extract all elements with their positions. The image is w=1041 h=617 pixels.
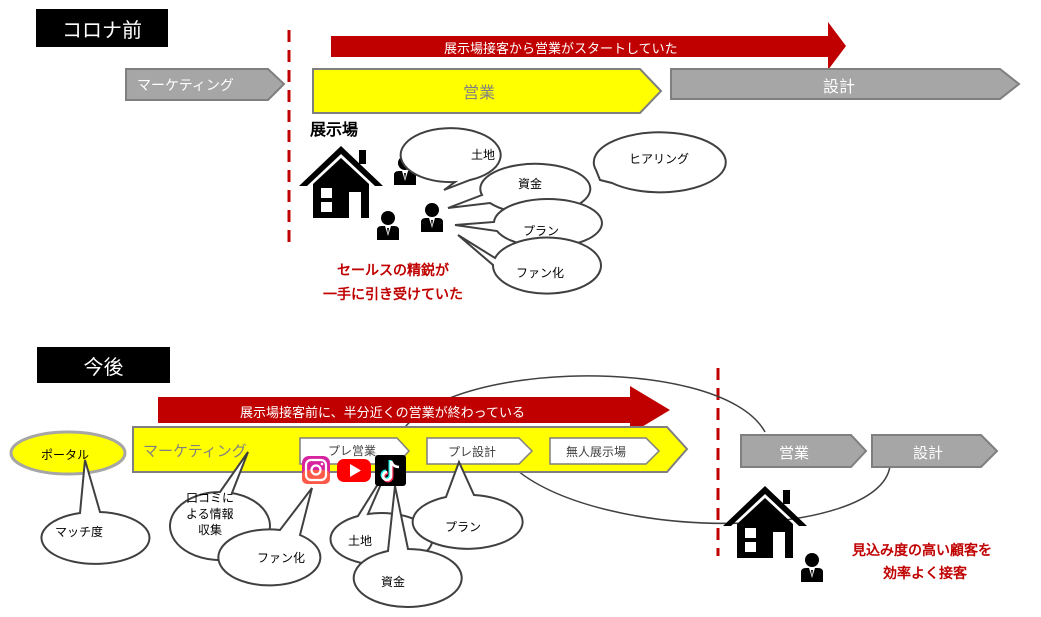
bubble-plan-after: プラン (445, 520, 482, 534)
chevron-sales-before (312, 68, 663, 114)
stage-pre-sales: プレ営業 (328, 444, 377, 458)
note-after-line1: 見込み度の高い顧客を (852, 543, 992, 559)
portal-ellipse (9, 430, 127, 476)
bubble-fan-after: ファン化 (257, 551, 306, 565)
section-title-before: コロナ前 (36, 9, 168, 47)
chevron-sales-after (740, 434, 868, 468)
stage-unmanned-showroom: 無人展示場 (566, 445, 627, 459)
note-after-line2: 効率よく接客 (883, 566, 967, 582)
note-before-line1: セールスの精鋭が (337, 263, 449, 279)
chevron-marketing-before (125, 68, 286, 101)
stage-pre-design: プレ設計 (448, 445, 497, 459)
tiktok-icon (375, 455, 406, 486)
bubble-reviews-line3: 収集 (198, 523, 223, 537)
stage-marketing-after: マーケティング (143, 442, 247, 460)
bubble-land-before: 土地 (471, 148, 496, 162)
bubble-plan-before: プラン (523, 224, 560, 238)
bubble-funds-after: 資金 (381, 575, 406, 589)
speech-bubble (40, 451, 524, 608)
stage-design-after: 設計 (913, 444, 944, 462)
stage-marketing-before: マーケティング (137, 78, 234, 94)
bubble-fan-before: ファン化 (516, 266, 565, 280)
banner-text-before: 展示場接客から営業がスタートしていた (444, 42, 678, 57)
bubble-hearing: ヒアリング (629, 152, 690, 166)
stage-design-before: 設計 (823, 77, 856, 96)
note-before-line2: 一手に引き受けていた (323, 287, 463, 303)
banner-arrow-after (158, 386, 670, 434)
chevron-design-after (871, 434, 999, 468)
person-icon (377, 211, 399, 240)
stage-sales-after: 営業 (779, 444, 810, 462)
speech-bubble (399, 127, 727, 295)
house-icon (723, 486, 807, 558)
bubble-funds-before: 資金 (518, 177, 543, 191)
stage-sales-before: 営業 (463, 83, 496, 102)
bubble-reviews-line2: よる情報 (186, 507, 234, 521)
banner-arrow-before (331, 22, 846, 70)
house-icon (299, 146, 383, 218)
chevron-pre-design (426, 437, 534, 465)
portal-label: ポータル (41, 448, 90, 462)
youtube-icon (337, 459, 371, 482)
person-icon (801, 553, 823, 582)
chevron-unmanned-showroom (549, 437, 661, 465)
flow-curve (511, 465, 891, 525)
banner-text-after: 展示場接客前に、半分近くの営業が終わっている (240, 406, 525, 421)
bubble-match: マッチ度 (55, 525, 104, 539)
person-icon (421, 203, 443, 232)
instagram-icon (302, 456, 330, 484)
bubble-land-after: 土地 (348, 534, 373, 548)
showroom-label: 展示場 (310, 120, 359, 139)
section-title-after: 今後 (37, 347, 170, 383)
chevron-marketing-after (132, 426, 689, 473)
bubble-reviews-line1: 口コミに (186, 491, 235, 505)
chevron-design-before (670, 68, 1021, 100)
